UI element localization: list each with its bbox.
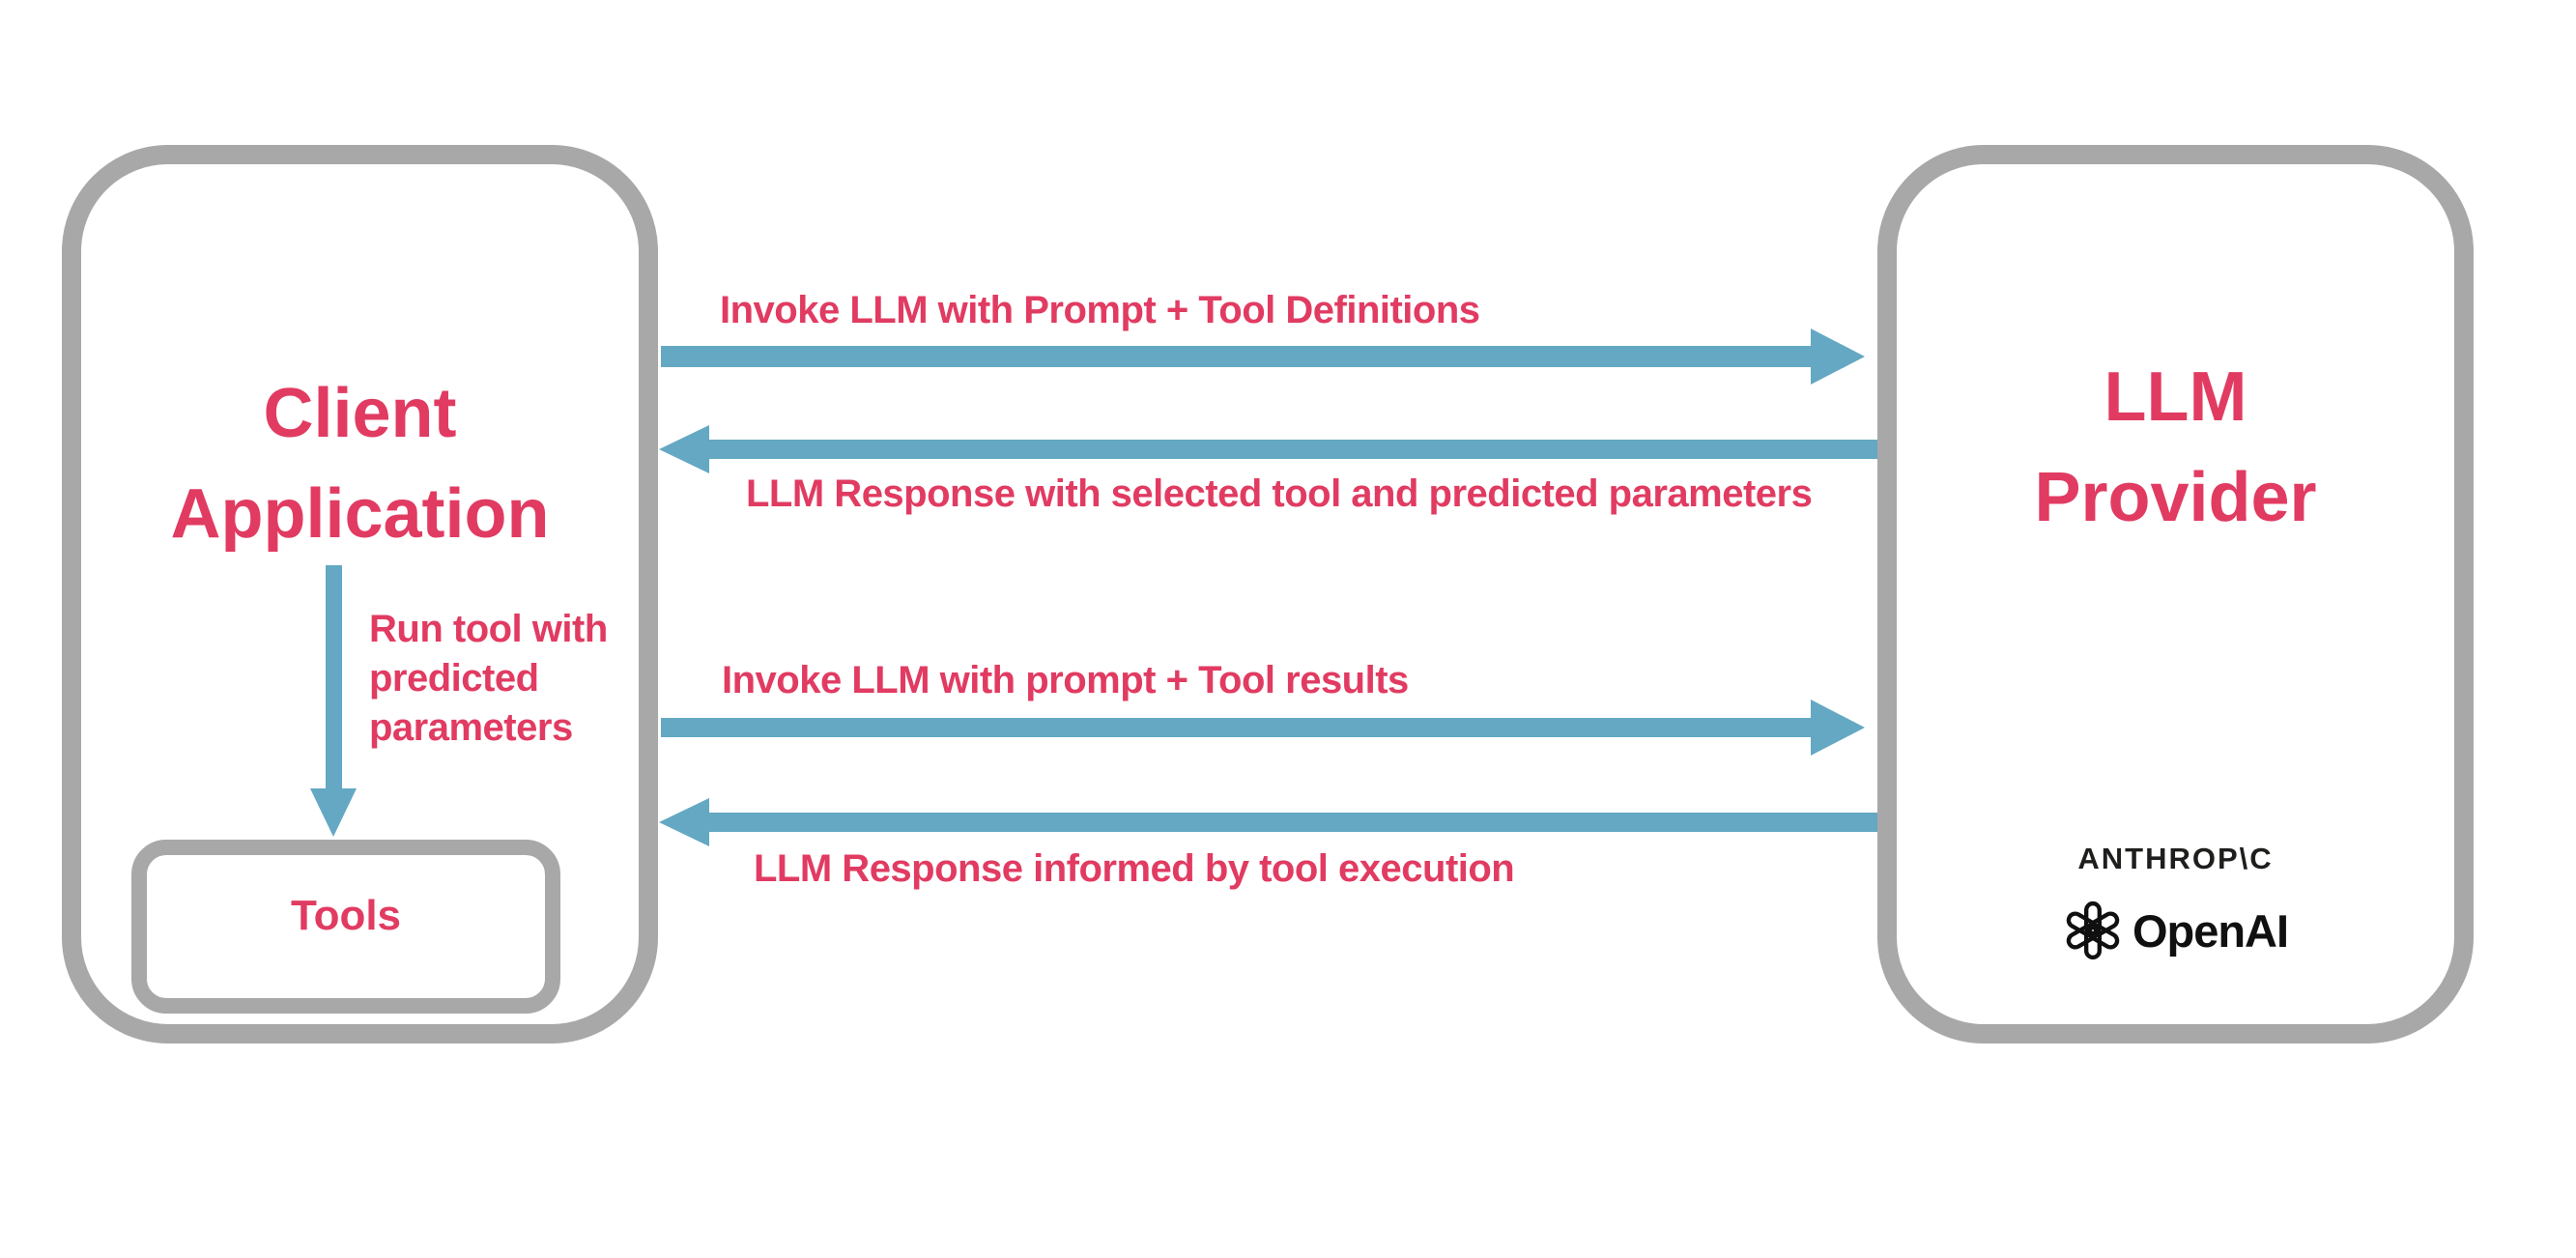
arrow1-head-right-icon xyxy=(1811,329,1865,385)
arrow4-label: LLM Response informed by tool execution xyxy=(754,847,1515,890)
llm-provider-title: LLM Provider xyxy=(1877,347,2474,548)
provider-title-line1: LLM xyxy=(2104,358,2247,436)
arrow1-shaft xyxy=(661,346,1811,367)
tools-box: Tools xyxy=(131,840,560,1014)
arrow1-label: Invoke LLM with Prompt + Tool Definition… xyxy=(720,289,1480,331)
openai-logo-wordmark: OpenAI xyxy=(2132,904,2289,957)
arrow3-label: Invoke LLM with prompt + Tool results xyxy=(722,659,1409,701)
anthropic-logo-wordmark: ANTHROP\C xyxy=(2077,842,2274,875)
client-title-line1: Client xyxy=(263,375,457,452)
arrow3-shaft xyxy=(661,718,1811,737)
run-tool-label: Run tool with predicted parameters xyxy=(369,608,608,749)
openai-knot-icon xyxy=(2066,901,2120,960)
run-tool-arrow-shaft xyxy=(326,565,342,790)
arrow2-shaft xyxy=(709,440,1877,459)
run-tool-arrow-head-icon xyxy=(310,788,357,837)
arrow4-head-left-icon xyxy=(659,798,709,846)
client-title-line2: Application xyxy=(170,475,550,553)
arrow3-head-right-icon xyxy=(1811,700,1865,756)
arrow2-label: LLM Response with selected tool and pred… xyxy=(746,472,1813,515)
tools-label: Tools xyxy=(290,892,402,939)
client-application-title: Client Application xyxy=(62,363,658,564)
arrow4-shaft xyxy=(709,813,1877,832)
openai-logo: OpenAI xyxy=(1877,897,2474,964)
llm-provider-box xyxy=(1877,145,2474,1044)
arrow2-head-left-icon xyxy=(659,425,709,473)
provider-title-line2: Provider xyxy=(2034,459,2317,536)
